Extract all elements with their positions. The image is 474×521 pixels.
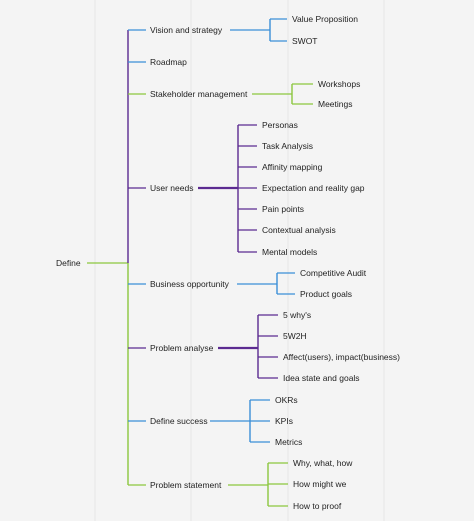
leaf-competitive-audit[interactable]: Competitive Audit: [300, 267, 367, 278]
leaf-product-goals[interactable]: Product goals: [300, 288, 352, 299]
branch-roadmap[interactable]: Roadmap: [150, 56, 187, 67]
leaf-meetings[interactable]: Meetings: [318, 98, 353, 109]
branch-business-opportunity[interactable]: Business opportunity: [150, 278, 229, 289]
leaf-workshops[interactable]: Workshops: [318, 78, 361, 89]
leaf-personas[interactable]: Personas: [262, 119, 298, 130]
leaf-contextual-analysis[interactable]: Contextual analysis: [262, 224, 336, 235]
leaf-metrics[interactable]: Metrics: [275, 436, 303, 447]
leaf-idea-state-goals[interactable]: Idea state and goals: [283, 372, 360, 383]
branch-define-success[interactable]: Define success: [150, 415, 208, 426]
branch-problem-statement[interactable]: Problem statement: [150, 479, 222, 490]
leaf-affinity-mapping[interactable]: Affinity mapping: [262, 161, 323, 172]
branch-user-needs[interactable]: User needs: [150, 182, 194, 193]
branch-stakeholder-management[interactable]: Stakeholder management: [150, 88, 248, 99]
branch-problem-analyse[interactable]: Problem analyse: [150, 342, 214, 353]
leaf-affect-impact[interactable]: Affect(users), impact(business): [283, 351, 400, 362]
leaf-how-to-proof[interactable]: How to proof: [293, 500, 342, 511]
leaf-expectation-reality-gap[interactable]: Expectation and reality gap: [262, 182, 365, 193]
leaf-how-might-we[interactable]: How might we: [293, 478, 347, 489]
leaf-value-proposition[interactable]: Value Proposition: [292, 13, 358, 24]
leaf-5w2h[interactable]: 5W2H: [283, 330, 307, 341]
leaf-5-whys[interactable]: 5 why's: [283, 309, 312, 320]
leaf-okrs[interactable]: OKRs: [275, 394, 298, 405]
leaf-swot[interactable]: SWOT: [292, 35, 318, 46]
leaf-mental-models[interactable]: Mental models: [262, 246, 318, 257]
branch-vision-and-strategy[interactable]: Vision and strategy: [150, 24, 223, 35]
leaf-why-what-how[interactable]: Why, what, how: [293, 457, 353, 468]
leaf-task-analysis[interactable]: Task Analysis: [262, 140, 314, 151]
leaf-kpis[interactable]: KPIs: [275, 415, 293, 426]
leaf-pain-points[interactable]: Pain points: [262, 203, 305, 214]
root-node[interactable]: Define: [56, 257, 81, 268]
